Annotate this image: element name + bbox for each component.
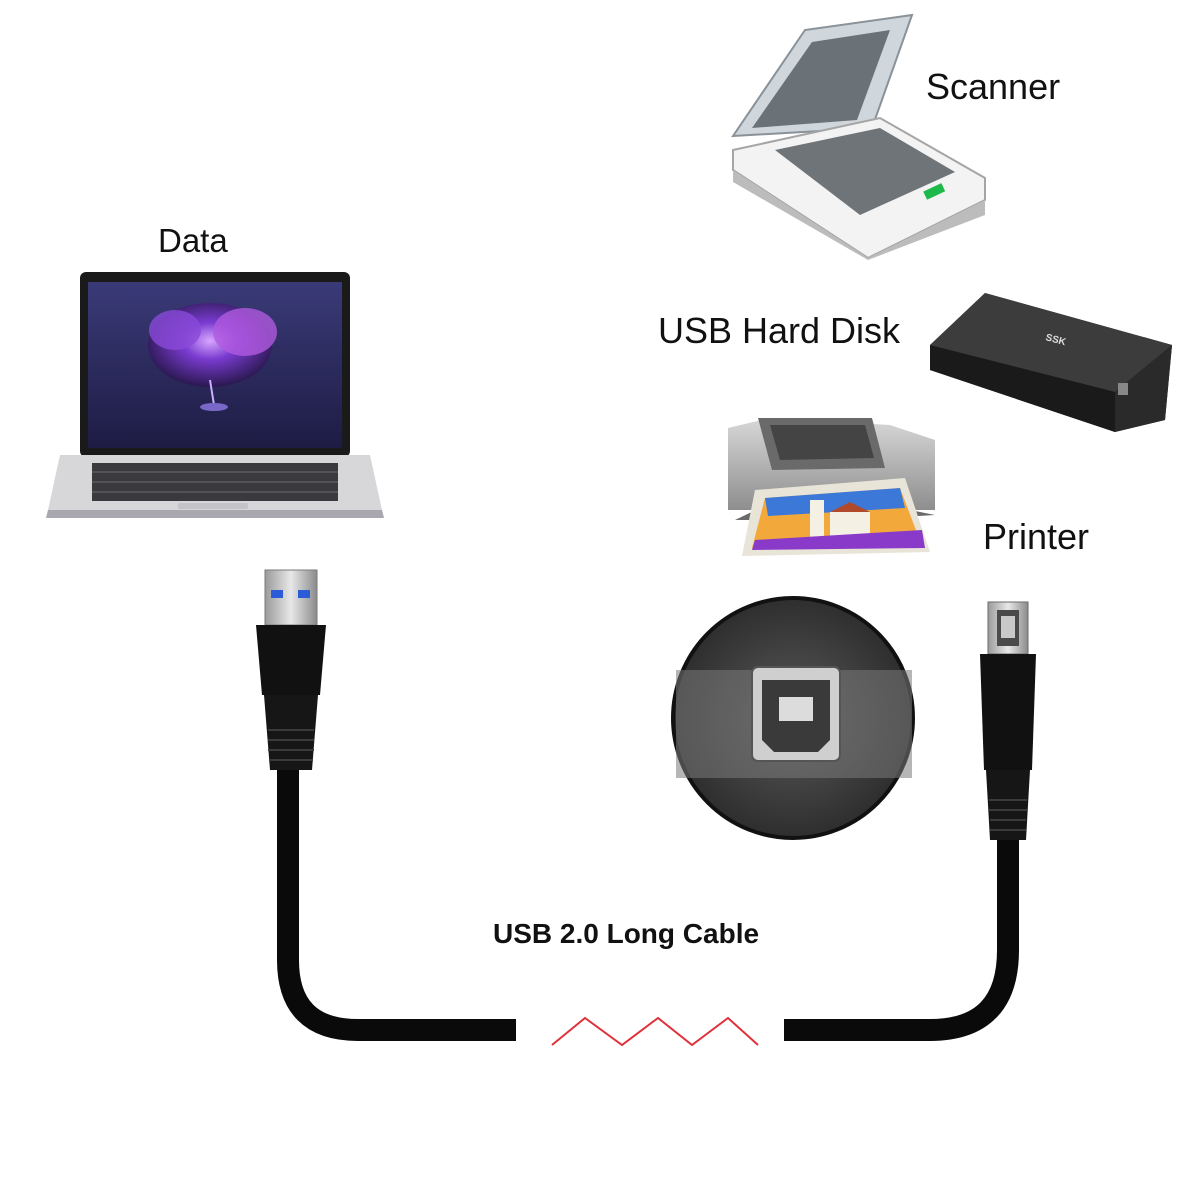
printer-label: Printer — [983, 516, 1090, 557]
hard-disk-icon: SSK — [930, 293, 1172, 432]
usb-a-plug-icon — [256, 569, 326, 770]
cable-label: USB 2.0 Long Cable — [493, 918, 760, 949]
scanner-label: Scanner — [926, 66, 1061, 107]
printer-icon — [728, 418, 935, 556]
zigzag-break-icon — [551, 1016, 759, 1047]
usb-hard-disk-label: USB Hard Disk — [658, 310, 901, 351]
usb-b-port-icon — [671, 596, 915, 840]
usb-cable — [277, 770, 1019, 1041]
data-label: Data — [158, 222, 228, 259]
disk-brand-text: SSK — [1044, 332, 1067, 348]
laptop-icon — [46, 272, 384, 518]
usb-b-plug-icon — [980, 601, 1036, 840]
scanner-icon — [731, 13, 986, 260]
